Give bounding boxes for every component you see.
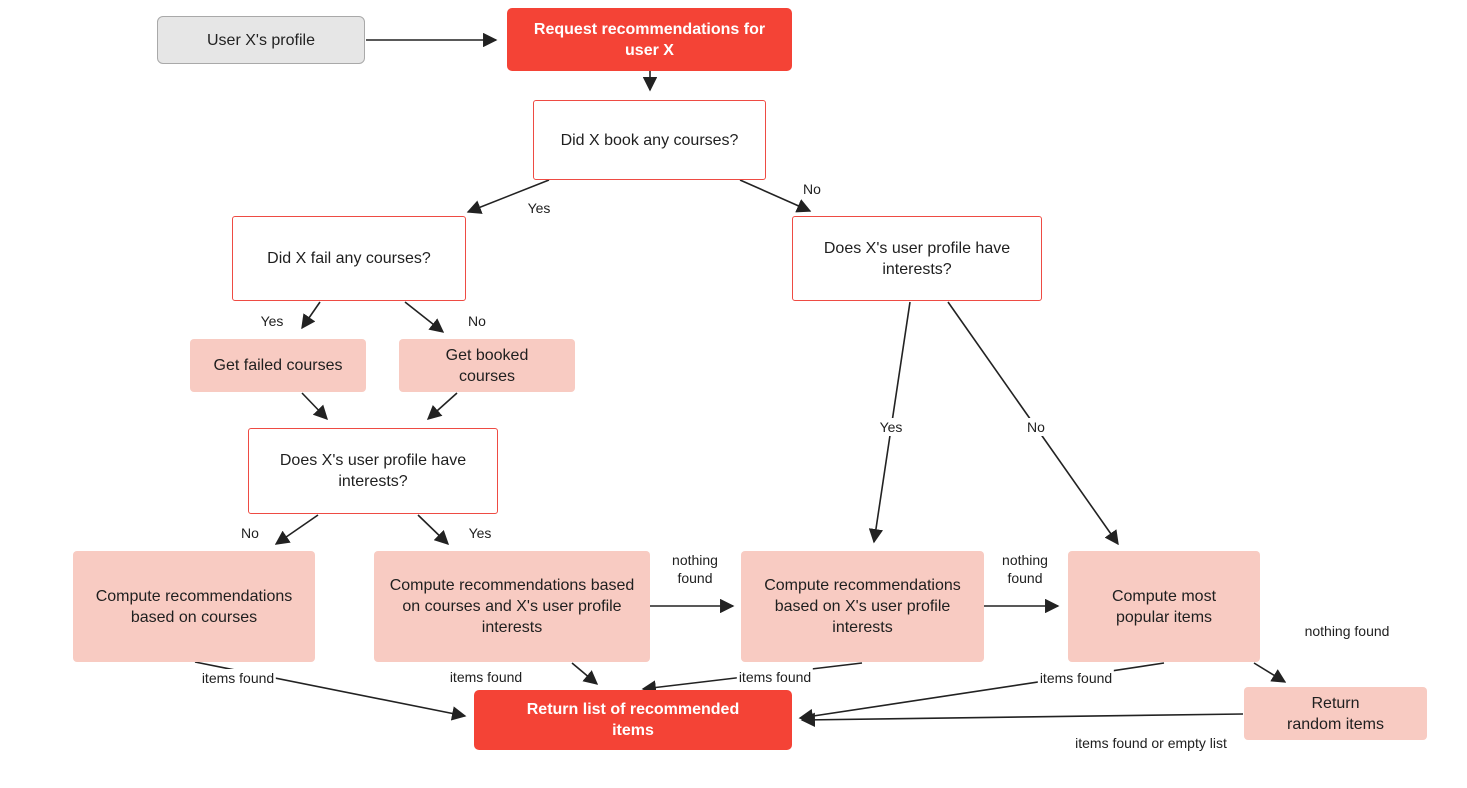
return-list-node[interactable]: Return list of recommended items: [474, 690, 792, 750]
compute-courses-interests-label: Compute recommendations based on courses…: [389, 577, 635, 636]
compute-popular-node[interactable]: Compute most popular items: [1068, 551, 1260, 662]
arrow-failed-no: [404, 301, 445, 333]
edge-label-items-found-3: items found: [736, 668, 814, 686]
get-failed-courses-node[interactable]: Get failed courses: [190, 339, 366, 392]
compute-popular-label: Compute most popular items: [1111, 587, 1217, 626]
edge-label-items-found-4: items found: [1037, 669, 1115, 687]
edge-label-left-interests-no: No: [239, 524, 261, 542]
arrow-popular-to-random: [1253, 662, 1287, 683]
return-random-node[interactable]: Return random items: [1244, 687, 1427, 740]
user-profile-node[interactable]: User X's profile: [157, 16, 365, 64]
booked-courses-question: Did X book any courses?: [560, 131, 739, 149]
request-recommendations-node[interactable]: Request recommendations for user X: [507, 8, 792, 71]
arrow-get-booked-to-interests: [426, 392, 458, 420]
edge-label-items-found-1: items found: [199, 669, 277, 687]
request-recommendations-label: Request recommendations for user X: [533, 20, 766, 59]
failed-courses-question: Did X fail any courses?: [267, 250, 431, 267]
edge-label-items-found-2: items found: [447, 668, 525, 686]
compute-courses-interests-node[interactable]: Compute recommendations based on courses…: [374, 551, 650, 662]
edge-label-nothing-found-2: nothing found: [995, 551, 1055, 587]
booked-courses-decision[interactable]: Did X book any courses?: [533, 100, 766, 180]
edge-label-booked-yes: Yes: [525, 199, 553, 217]
edge-label-nothing-found-3: nothing found: [1302, 622, 1392, 640]
compute-interests-node[interactable]: Compute recommendations based on X's use…: [741, 551, 984, 662]
compute-interests-label: Compute recommendations based on X's use…: [764, 577, 961, 636]
arrow-random-to-return: [800, 712, 1244, 728]
return-list-label: Return list of recommended items: [526, 701, 740, 739]
get-booked-courses-label: Get booked courses: [445, 346, 529, 385]
edge-label-nothing-found-1: nothing found: [665, 551, 725, 587]
left-interests-question: Does X's user profile have interests?: [279, 452, 467, 490]
arrow-get-failed-to-interests: [301, 392, 328, 421]
edge-label-left-interests-yes: Yes: [466, 524, 494, 542]
edge-label-items-found-or-empty: items found or empty list: [1069, 734, 1233, 752]
left-interests-decision[interactable]: Does X's user profile have interests?: [248, 428, 498, 514]
edge-label-right-interests-no: No: [1025, 418, 1047, 436]
edge-label-failed-no: No: [466, 312, 488, 330]
arrow-failed-yes: [301, 301, 321, 330]
user-profile-label: User X's profile: [207, 31, 315, 49]
arrow-left-interests-yes: [417, 514, 450, 546]
arrow-booked-yes: [466, 179, 550, 214]
right-interests-question: Does X's user profile have interests?: [823, 239, 1011, 278]
right-interests-decision[interactable]: Does X's user profile have interests?: [792, 216, 1042, 301]
get-failed-courses-label: Get failed courses: [213, 357, 343, 374]
failed-courses-decision[interactable]: Did X fail any courses?: [232, 216, 466, 301]
edge-label-booked-no: No: [801, 180, 823, 198]
compute-courses-label: Compute recommendations based on courses: [95, 587, 293, 626]
compute-courses-node[interactable]: Compute recommendations based on courses: [73, 551, 315, 662]
edge-label-failed-yes: Yes: [258, 312, 286, 330]
edge-label-right-interests-yes: Yes: [877, 418, 905, 436]
get-booked-courses-node[interactable]: Get booked courses: [399, 339, 575, 392]
arrow-courses-interests-to-return: [571, 662, 599, 685]
arrow-booked-no: [739, 179, 812, 213]
return-random-label: Return random items: [1287, 694, 1384, 733]
arrow-left-interests-no: [274, 514, 319, 545]
